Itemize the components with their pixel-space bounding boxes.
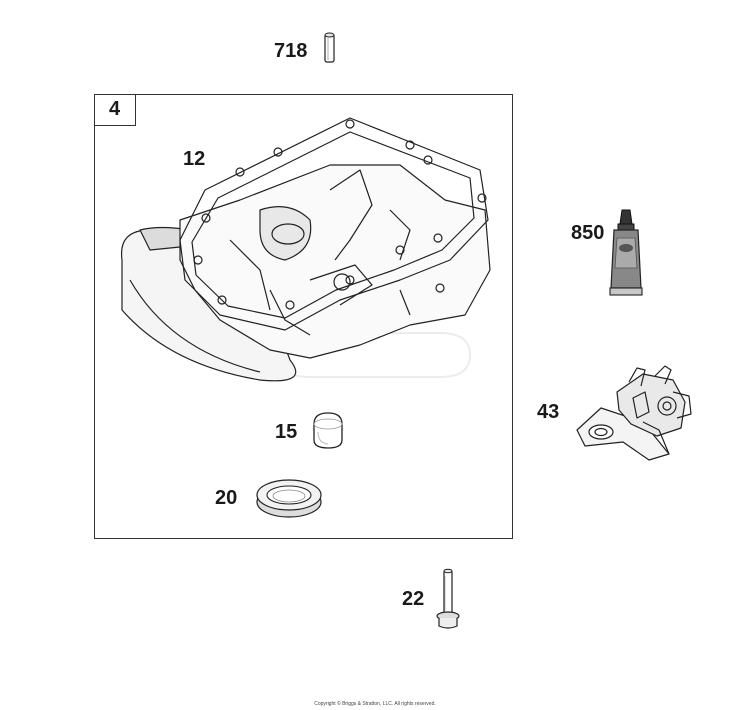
flange-bolt-icon[interactable] bbox=[434, 566, 462, 632]
part-label-12[interactable]: 12 bbox=[183, 148, 206, 170]
part-label-718[interactable]: 718 bbox=[274, 40, 308, 62]
governor-bracket-icon[interactable] bbox=[573, 362, 698, 464]
kit-number-tag: 4 bbox=[94, 94, 136, 126]
cap-icon[interactable] bbox=[308, 410, 348, 452]
oil-seal-icon[interactable] bbox=[253, 470, 325, 522]
part-label-15[interactable]: 15 bbox=[275, 421, 298, 443]
sealant-tube-icon[interactable] bbox=[606, 208, 646, 300]
part-label-850[interactable]: 850 bbox=[571, 222, 605, 244]
part-label-22[interactable]: 22 bbox=[402, 588, 425, 610]
crankcase-cover-gasket-icon[interactable] bbox=[110, 110, 500, 400]
part-label-43[interactable]: 43 bbox=[537, 401, 560, 423]
part-label-20[interactable]: 20 bbox=[215, 487, 238, 509]
dowel-pin-icon[interactable] bbox=[320, 30, 340, 66]
kit-box bbox=[94, 94, 513, 539]
copyright-text: Copyright © Briggs & Stratton, LLC. All … bbox=[314, 701, 436, 707]
